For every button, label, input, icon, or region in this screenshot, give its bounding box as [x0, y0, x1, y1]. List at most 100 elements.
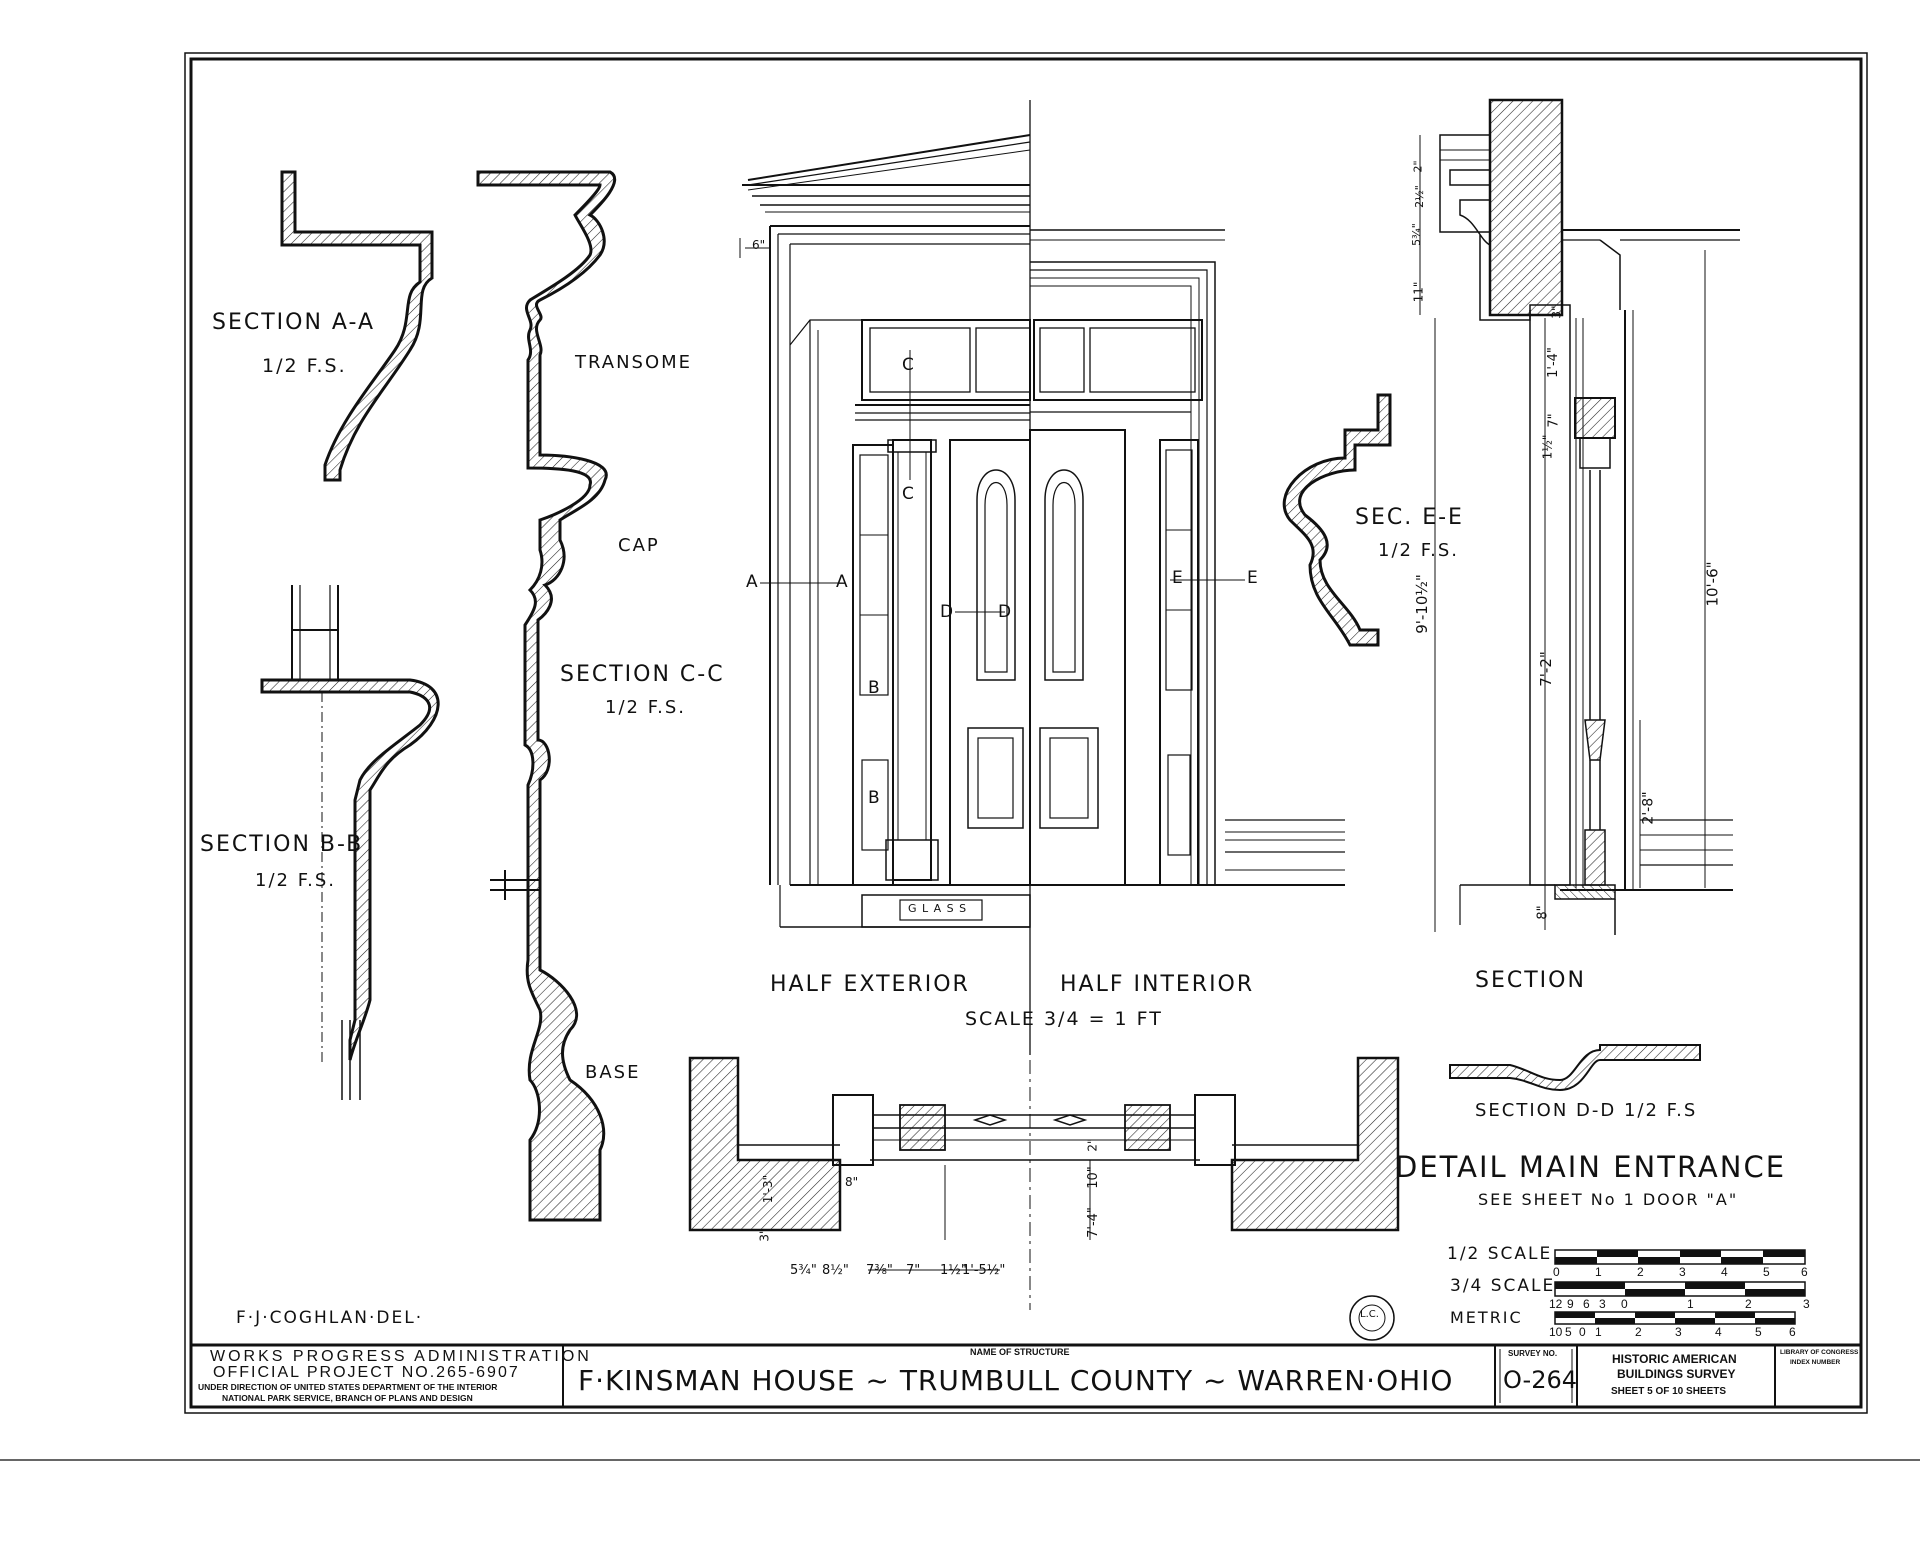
survey-no-label: SURVEY NO. [1508, 1349, 1558, 1358]
plan-dim-8-1-2: 8½" [822, 1263, 849, 1278]
main-scale-label: SCALE 3/4 = 1 FT [965, 1008, 1163, 1030]
marker-e-right: E [1247, 568, 1258, 588]
inner-border [189, 57, 1863, 1409]
scale-tick-label: 5 [1763, 1265, 1770, 1279]
scale-tick-label: 0 [1579, 1325, 1586, 1339]
section-bb-scale: 1/2 F.S. [255, 870, 337, 891]
marker-a-right: A [836, 572, 848, 592]
dim-1half-in: 1½" [1540, 434, 1555, 460]
dim-11in: 11" [1411, 281, 1426, 303]
delineator-credit: F·J·COGHLAN·DEL· [236, 1308, 424, 1328]
scale-tick-label: 0 [1621, 1297, 1628, 1311]
marker-b-bottom: B [868, 788, 880, 808]
scale-tick-label: 2 [1635, 1325, 1642, 1339]
plan-dim-1ft3: 1'-3" [761, 1174, 776, 1204]
marker-c-top: C [902, 355, 914, 375]
plan-dim-3in: 3" [757, 1228, 772, 1242]
scale-tick-label: 2 [1637, 1265, 1644, 1279]
title-block-frame [191, 1343, 1861, 1407]
see-sheet-note: SEE SHEET No 1 DOOR "A" [1478, 1190, 1739, 1209]
plan-dim-7: 7" [906, 1263, 921, 1278]
cap-label: CAP [618, 535, 660, 556]
base-label: BASE [585, 1062, 641, 1083]
scale-tick-label: 9 [1567, 1297, 1574, 1311]
plan-view [688, 1056, 1400, 1310]
door-elevation [739, 100, 1345, 1055]
structure-name: F·KINSMAN HOUSE ~ TRUMBULL COUNTY ~ WARR… [578, 1364, 1454, 1397]
scale-tick-label: 3 [1679, 1265, 1686, 1279]
section-cc-profile [476, 170, 617, 1222]
section-label: SECTION [1475, 968, 1586, 993]
marker-c-bottom: C [902, 484, 914, 504]
dim-7ft2in: 7'-2" [1536, 651, 1555, 687]
scale-tick-label: 6 [1583, 1297, 1590, 1311]
half-interior-label: HALF INTERIOR [1060, 972, 1255, 997]
scale-tick-label: 5 [1565, 1325, 1572, 1339]
scale-tick-label: 1 [1595, 1265, 1602, 1279]
dim-3in: 3" [1549, 305, 1564, 319]
scale-tick-label: 4 [1721, 1265, 1728, 1279]
metric-label: METRIC [1450, 1308, 1523, 1327]
dim-5-3-4in: 5¾" [1409, 223, 1423, 246]
scale-tick-label: 3 [1675, 1325, 1682, 1339]
vertical-section [1419, 98, 1740, 935]
survey-number: O-264 [1503, 1366, 1578, 1394]
dim-2-half-in: 2½" [1412, 185, 1426, 208]
sec-ee-scale: 1/2 F.S. [1378, 540, 1460, 561]
glass-label: G L A S S [908, 902, 968, 915]
section-aa-scale: 1/2 F.S. [262, 355, 347, 377]
loc-line2: INDEX NUMBER [1790, 1359, 1841, 1366]
agency-line2: OFFICIAL PROJECT NO.265-6907 [213, 1364, 520, 1381]
marker-d-left: D [940, 602, 954, 622]
scale-tick-label: 10 [1549, 1325, 1563, 1339]
section-ee-profile [1282, 393, 1392, 647]
scale-tick-label: 2 [1745, 1297, 1752, 1311]
scale-tick-label: 0 [1553, 1265, 1560, 1279]
scale-tick-label: 6 [1789, 1325, 1796, 1339]
plan-dim-7ft4: 7'-4" [1085, 1207, 1101, 1238]
dim-7in: 7" [1546, 413, 1562, 428]
scale-tick-label: 3 [1803, 1297, 1810, 1311]
section-dd-title: SECTION D-D 1/2 F.S [1475, 1100, 1698, 1121]
dim-8in: 8" [1535, 905, 1551, 920]
detail-title: DETAIL MAIN ENTRANCE [1395, 1150, 1787, 1184]
dim-6in: 6" [752, 238, 766, 252]
scale-tick-label: 5 [1755, 1325, 1762, 1339]
marker-d-right: D [998, 602, 1012, 622]
dim-2in: 2" [1411, 160, 1425, 173]
marker-b-top: B [868, 678, 880, 698]
stamp-text: L.C. [1360, 1309, 1379, 1320]
scale-tick-label: 1 [1595, 1325, 1602, 1339]
scale-tick-label: 1 [1687, 1297, 1694, 1311]
section-bb-profile [260, 585, 440, 1100]
plan-dim-1ft5: 1'-5½" [962, 1263, 1006, 1278]
section-bb-title: SECTION B-B [200, 832, 364, 857]
graphic-scales [1554, 1249, 1806, 1325]
dim-10ft6in: 10'-6" [1703, 561, 1722, 607]
plan-dim-10in: 10" [1085, 1166, 1101, 1189]
agency-line1: WORKS PROGRESS ADMINISTRATION [210, 1348, 592, 1365]
transome-label: TRANSOME [575, 352, 693, 373]
marker-a-left: A [746, 572, 758, 592]
three-quarter-scale-label: 3/4 SCALE [1450, 1276, 1556, 1296]
section-aa-profile [280, 170, 434, 482]
name-of-structure-label: NAME OF STRUCTURE [970, 1347, 1070, 1357]
outer-border [184, 52, 1868, 1414]
half-scale-ticks: 0 1 2 3 4 5 6 [1549, 1265, 1813, 1281]
section-cc-title: SECTION C-C [560, 662, 725, 687]
agency-line3: UNDER DIRECTION OF UNITED STATES DEPARTM… [198, 1382, 498, 1392]
loc-line1: LIBRARY OF CONGRESS [1780, 1349, 1859, 1356]
plan-dim-2in: 2" [1085, 1138, 1100, 1152]
scale-tick-label: 6 [1801, 1265, 1808, 1279]
scale-tick-label: 4 [1715, 1325, 1722, 1339]
half-scale-label: 1/2 SCALE [1447, 1244, 1553, 1264]
library-stamp [1349, 1295, 1395, 1341]
habs-line1: HISTORIC AMERICAN [1612, 1352, 1737, 1366]
sec-ee-title: SEC. E-E [1355, 505, 1464, 530]
scale-tick-label: 3 [1599, 1297, 1606, 1311]
section-dd-profile [1449, 1044, 1701, 1092]
sheet-info: SHEET 5 OF 10 SHEETS [1611, 1386, 1727, 1397]
dim-1ft4in: 1'-4" [1545, 347, 1561, 378]
